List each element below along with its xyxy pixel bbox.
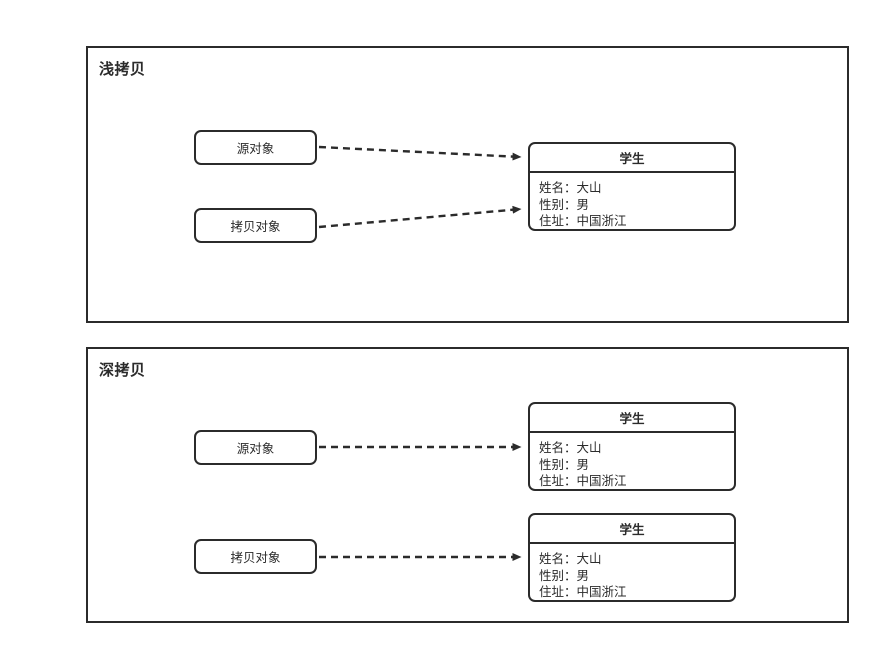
deep-student-source-field-gender: 性别：男 [539,456,590,472]
deep-student-source-class-title: 学生 [530,404,734,433]
shallow-student-class-title: 学生 [530,144,734,173]
deep-student-copy-class-body: 姓名：大山 性别：男 住址：中国浙江 [530,544,734,600]
deep-source-object-box: 源对象 [194,430,317,465]
deep-student-source-class-body: 姓名：大山 性别：男 住址：中国浙江 [530,433,734,489]
deep-student-copy-field-address: 住址：中国浙江 [539,584,627,599]
deep-student-source-field-address: 住址：中国浙江 [539,473,627,488]
shallow-copy-object-label: 拷贝对象 [230,219,281,234]
deep-copy-object-label: 拷贝对象 [230,550,281,565]
shallow-student-class-body: 姓名：大山 性别：男 住址：中国浙江 [530,173,734,229]
shallow-source-object-label: 源对象 [236,141,275,156]
deep-student-source-field-name: 姓名：大山 [539,440,602,455]
shallow-student-field-gender: 性别：男 [539,196,590,212]
panel-shallow-copy-title: 浅拷贝 [99,60,146,78]
panel-deep-copy-title: 深拷贝 [99,361,146,379]
deep-student-source-class-box: 学生 姓名：大山 性别：男 住址：中国浙江 [528,402,736,491]
shallow-student-field-name: 姓名：大山 [539,180,602,195]
deep-student-copy-field-name: 姓名：大山 [539,551,602,566]
shallow-student-field-address: 住址：中国浙江 [539,213,627,228]
shallow-source-object-box: 源对象 [194,130,317,165]
shallow-student-class-box: 学生 姓名：大山 性别：男 住址：中国浙江 [528,142,736,231]
shallow-copy-object-box: 拷贝对象 [194,208,317,243]
deep-student-copy-class-box: 学生 姓名：大山 性别：男 住址：中国浙江 [528,513,736,602]
deep-student-copy-field-gender: 性别：男 [539,567,590,583]
deep-student-copy-class-title: 学生 [530,515,734,544]
deep-copy-object-box: 拷贝对象 [194,539,317,574]
deep-source-object-label: 源对象 [236,441,275,456]
